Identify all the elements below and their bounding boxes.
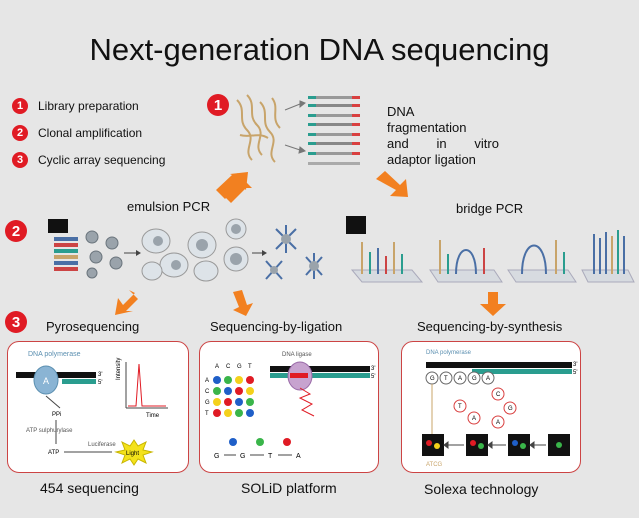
emulsion-pcr-label: emulsion PCR xyxy=(127,199,211,214)
color-dot-grid xyxy=(213,376,254,417)
pyrosequencing-panel: DNA polymerase A 3' 5' PPi ATP sulphuryl… xyxy=(7,341,189,473)
method-label-sequencing-by-ligation: Sequencing-by-ligation xyxy=(210,319,343,334)
step-badge: 1 xyxy=(12,98,28,114)
grid-row-label: A xyxy=(205,378,209,384)
axis-label: Time xyxy=(146,413,160,419)
end-label: 3' xyxy=(371,366,375,372)
light-burst-icon xyxy=(114,439,154,466)
base-label: A xyxy=(496,420,500,426)
library-prep-description: DNA fragmentation and in vitro adaptor l… xyxy=(387,104,499,168)
base-label: G xyxy=(472,376,477,382)
emulsion-droplet-icon xyxy=(141,228,189,281)
base-label: G xyxy=(508,406,513,412)
dna-text-line: fragmentation xyxy=(387,120,467,135)
legend-item-library-preparation: 1 Library preparation xyxy=(12,98,139,114)
sequence-base: G xyxy=(240,453,245,460)
arrow-icon xyxy=(115,290,138,315)
base-label: T xyxy=(444,376,448,382)
fragment-stack xyxy=(54,237,78,271)
arrow-icon xyxy=(216,172,248,199)
enzyme-label: Luciferase xyxy=(88,442,116,448)
end-label: 5' xyxy=(98,380,102,386)
page-title: Next-generation DNA sequencing xyxy=(89,32,550,67)
step-3-badge: 3 xyxy=(5,311,27,333)
synthesis-diagram: DNA polymerase 3' 5' G T A G A C T A G A xyxy=(422,350,577,468)
base-label: G xyxy=(430,376,435,382)
step-1-badge: 1 xyxy=(207,94,229,116)
sequencing-by-synthesis-panel: DNA polymerase 3' 5' G T A G A C T A G A xyxy=(401,341,581,473)
legend-label: Cyclic array sequencing xyxy=(38,153,166,167)
base-label: A xyxy=(43,376,49,386)
cluster-image-icon xyxy=(422,434,570,456)
sequencing-by-ligation-panel: DNA ligase 3' 5' A C G T A C G T G G xyxy=(199,341,379,473)
ligation-diagram: DNA ligase 3' 5' A C G T A C G T G G xyxy=(205,352,375,460)
atp-label: ATP xyxy=(48,450,59,456)
ppi-label: PPi xyxy=(52,412,61,418)
platform-label-solexa: Solexa technology xyxy=(424,481,539,497)
sequence-base: T xyxy=(268,453,273,460)
step-badge: 3 xyxy=(12,152,28,168)
arrow-icon xyxy=(233,290,253,316)
incorporated-bases xyxy=(425,371,495,385)
pyrosequencing-diagram: DNA polymerase A 3' 5' PPi ATP sulphuryl… xyxy=(16,351,168,466)
method-label-pyrosequencing: Pyrosequencing xyxy=(46,319,140,334)
bridge-pcr-diagram xyxy=(346,216,635,283)
dna-text-line: DNA xyxy=(387,104,415,119)
arrow-icon xyxy=(376,171,408,197)
base-label: C xyxy=(496,392,501,398)
base-label: A xyxy=(472,416,476,422)
platform-label-solid: SOLiD platform xyxy=(241,480,337,496)
grid-row-label: G xyxy=(205,400,210,406)
dna-strands-image xyxy=(236,94,281,163)
platform-label-454: 454 sequencing xyxy=(40,480,139,496)
base-label: T xyxy=(458,404,462,410)
light-label: Light xyxy=(126,451,139,457)
read-label: ATCG xyxy=(426,462,443,468)
step-2-badge: 2 xyxy=(5,220,27,242)
step-badge: 2 xyxy=(12,125,28,141)
legend-label: Library preparation xyxy=(38,99,139,113)
bridge-pcr-label: bridge PCR xyxy=(456,201,524,216)
grid-col-label: A xyxy=(215,364,219,370)
axis-label: Intensity xyxy=(116,358,122,380)
enzyme-label: DNA polymerase xyxy=(426,350,472,356)
emulsion-pcr-diagram xyxy=(48,218,323,282)
dna-text-line: and in vitro xyxy=(387,136,499,152)
grid-col-label: C xyxy=(226,364,231,370)
sequence-base: A xyxy=(296,453,301,460)
grid-row-label: C xyxy=(205,389,210,395)
enzyme-label: DNA polymerase xyxy=(28,351,81,358)
base-label: A xyxy=(486,376,490,382)
arrow-icon xyxy=(222,172,252,203)
dna-text-word: and xyxy=(387,136,409,151)
end-label: 3' xyxy=(573,362,577,368)
end-label: 5' xyxy=(371,374,375,380)
grid-col-label: G xyxy=(237,364,242,370)
library-prep-diagram xyxy=(236,94,360,165)
dna-text-word: vitro xyxy=(474,136,499,151)
free-nucleotides xyxy=(453,387,517,429)
read-sequence: G G T A xyxy=(214,438,301,460)
fragment-icons xyxy=(361,230,625,275)
legend-label: Clonal amplification xyxy=(38,126,143,140)
grid-col-label: T xyxy=(248,364,252,370)
base-label: A xyxy=(458,376,462,382)
dna-text-word: in xyxy=(436,136,447,151)
legend-item-clonal-amplification: 2 Clonal amplification xyxy=(12,125,142,141)
adaptor-fragments xyxy=(308,96,360,165)
enzyme-label: ATP sulphurylase xyxy=(26,428,73,434)
sequence-base: G xyxy=(214,453,219,460)
legend-item-cyclic-array-sequencing: 3 Cyclic array sequencing xyxy=(12,152,165,168)
bead-icon xyxy=(85,230,123,279)
arrow-icon xyxy=(480,292,506,316)
dna-text-line: adaptor ligation xyxy=(387,152,476,167)
end-label: 5' xyxy=(573,370,577,376)
end-label: 3' xyxy=(98,372,102,378)
arrow-icon xyxy=(284,100,307,154)
grid-row-label: T xyxy=(205,411,209,417)
enzyme-label: DNA ligase xyxy=(282,352,312,358)
method-label-sequencing-by-synthesis: Sequencing-by-synthesis xyxy=(417,319,563,334)
